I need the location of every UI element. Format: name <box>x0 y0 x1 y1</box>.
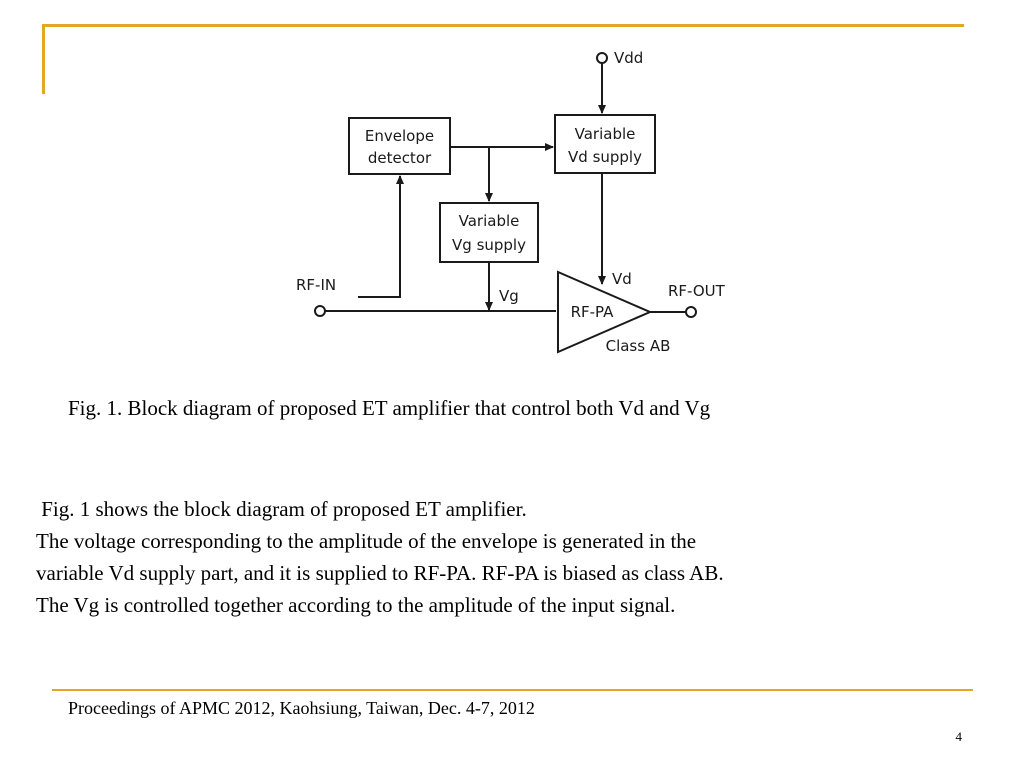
variable-vg-supply-label-2: Vg supply <box>452 236 526 254</box>
rf-out-terminal <box>685 306 697 318</box>
vdd-label: Vdd <box>614 49 643 67</box>
body-line: The voltage corresponding to the amplitu… <box>36 529 697 553</box>
body-line: variable Vd supply part, and it is suppl… <box>36 561 724 585</box>
vg-signal-label: Vg <box>499 287 519 305</box>
body-line: Fig. 1 shows the block diagram of propos… <box>36 497 527 521</box>
rf-in-terminal <box>314 305 326 317</box>
vdd-terminal <box>596 52 608 64</box>
rf-pa-amplifier-triangle <box>557 270 653 354</box>
rf-in-label: RF-IN <box>296 276 336 294</box>
figure-caption: Fig. 1. Block diagram of proposed ET amp… <box>68 396 711 420</box>
rf-out-label: RF-OUT <box>668 282 726 300</box>
envelope-detector-label-2: detector <box>368 149 432 167</box>
variable-vd-supply-label-1: Variable <box>575 125 636 143</box>
variable-vd-supply-label-2: Vd supply <box>568 148 642 166</box>
body-paragraph: Fig. 1 shows the block diagram of propos… <box>36 493 996 621</box>
page-number: 4 <box>955 729 963 744</box>
variable-vg-supply-label-1: Variable <box>459 212 520 230</box>
envelope-detector-block <box>348 117 451 175</box>
top-accent-rule <box>42 24 964 27</box>
footer-citation: Proceedings of APMC 2012, Kaohsiung, Tai… <box>68 698 535 718</box>
et-amplifier-block-diagram: Envelope detector Variable Vd supply Var… <box>296 49 726 355</box>
footer-accent-rule <box>52 689 973 691</box>
envelope-detector-label-1: Envelope <box>365 127 434 145</box>
rf-pa-label: RF-PA <box>571 303 615 321</box>
vd-signal-label: Vd <box>612 270 632 288</box>
body-line: The Vg is controlled together according … <box>36 593 676 617</box>
rf-in-to-envelope-arrow <box>358 175 404 298</box>
left-accent-rule <box>42 24 45 94</box>
class-ab-label: Class AB <box>606 337 671 355</box>
variable-vd-supply-block <box>554 114 656 174</box>
